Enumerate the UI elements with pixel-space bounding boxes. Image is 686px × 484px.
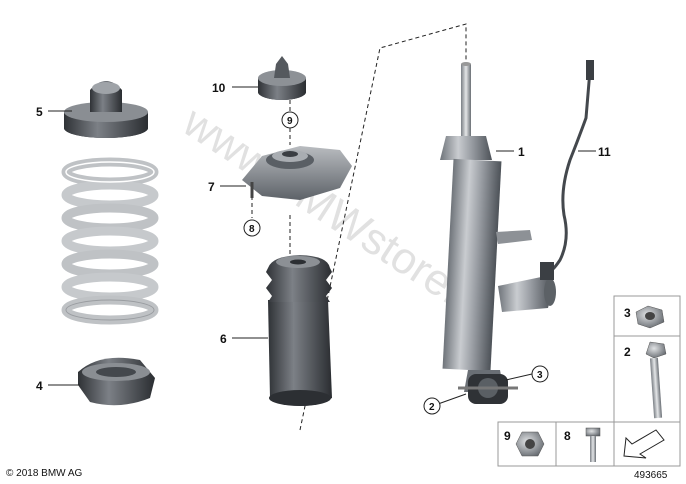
shock-absorber-icon bbox=[440, 62, 556, 404]
assembly-guide-lines bbox=[251, 23, 467, 431]
diagram-number: 493665 bbox=[634, 470, 668, 481]
legend-label-8: 8 bbox=[564, 429, 571, 443]
callout-4: 4 bbox=[36, 379, 43, 393]
self-locking-nut-icon bbox=[515, 431, 545, 457]
callout-11: 11 bbox=[598, 145, 611, 159]
coil-spring-icon bbox=[61, 157, 159, 325]
callout-3: 3 bbox=[537, 370, 543, 381]
legend-label-2: 2 bbox=[624, 345, 631, 359]
wiring-harness-icon bbox=[540, 60, 594, 280]
copyright-text: © 2018 BMW AG bbox=[6, 468, 83, 479]
top-mount-icon bbox=[242, 146, 352, 200]
legend-label-3: 3 bbox=[624, 306, 631, 320]
callout-6: 6 bbox=[220, 332, 227, 346]
callout-8: 8 bbox=[249, 224, 255, 235]
flange-nut-icon bbox=[635, 305, 665, 329]
callout-1: 1 bbox=[518, 145, 525, 159]
direction-arrow-icon bbox=[623, 429, 665, 459]
hex-bolt-icon bbox=[645, 341, 667, 419]
callout-9: 9 bbox=[287, 116, 293, 127]
dust-boot-icon bbox=[266, 255, 332, 406]
screw-icon bbox=[585, 427, 601, 462]
callout-5: 5 bbox=[36, 105, 43, 119]
callout-10: 10 bbox=[212, 81, 226, 95]
leader-lines bbox=[48, 86, 596, 405]
callout-2: 2 bbox=[429, 402, 435, 413]
legend-label-9: 9 bbox=[504, 429, 511, 443]
protective-cap-icon bbox=[258, 56, 306, 100]
circle-callouts bbox=[243, 111, 549, 415]
callout-7: 7 bbox=[208, 180, 215, 194]
spring-pad-lower-icon bbox=[78, 357, 155, 406]
spring-seat-upper-icon bbox=[64, 81, 148, 138]
